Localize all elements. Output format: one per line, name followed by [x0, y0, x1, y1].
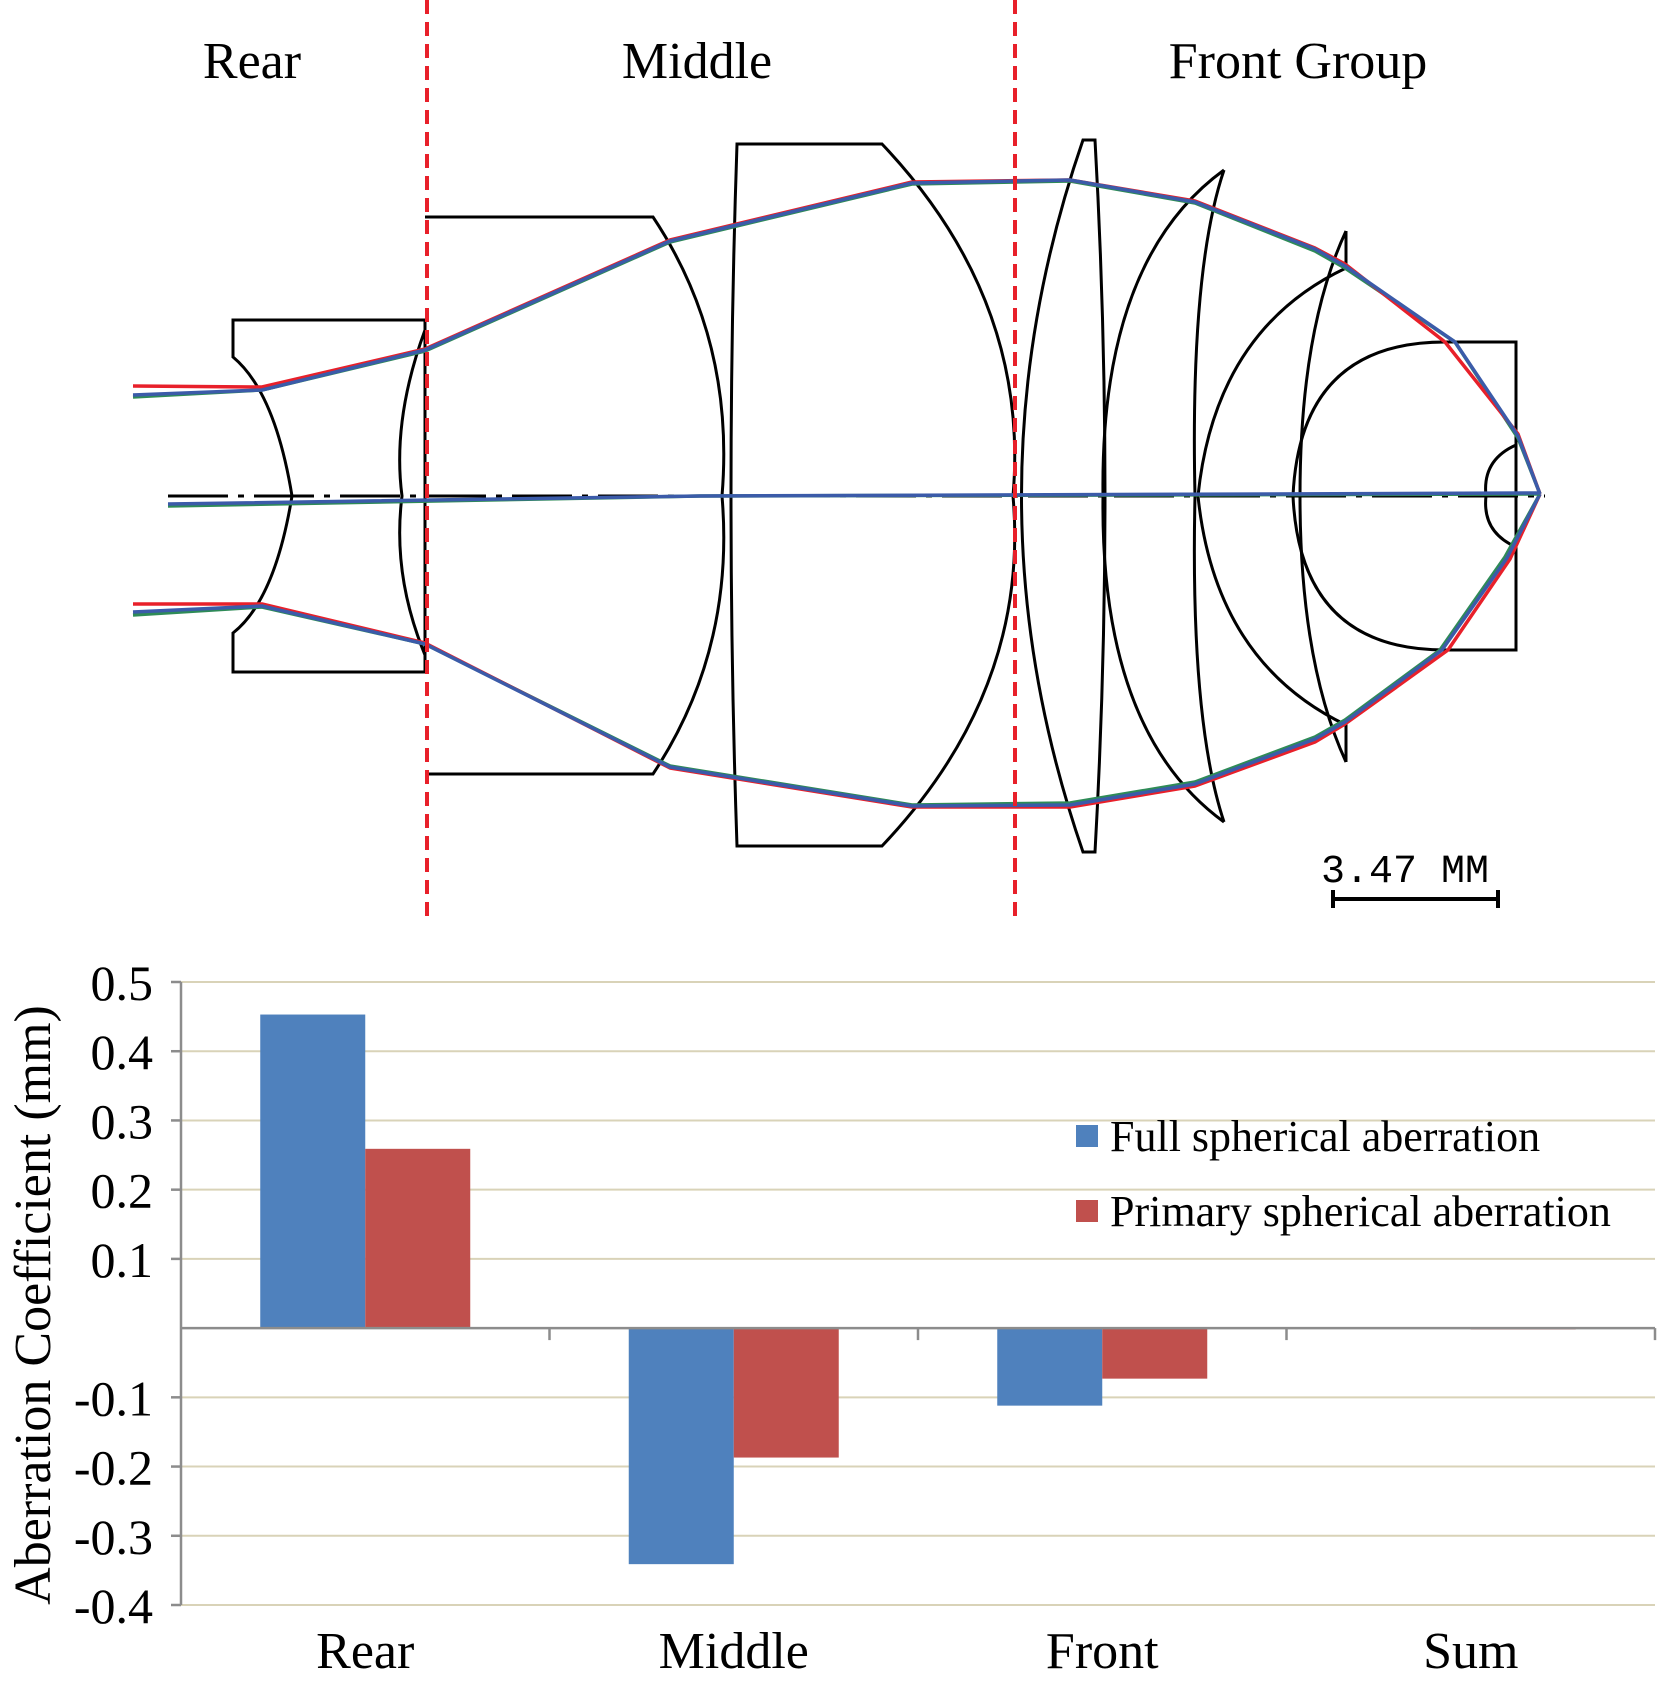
- x-tick-label-front: Front: [1046, 1623, 1159, 1680]
- legend-label-full: Full spherical aberration: [1110, 1112, 1540, 1161]
- y-tick-label: -0.4: [74, 1578, 153, 1634]
- bar-chart: 0.5 0.4 0.3 0.2 0.1 -0.1 -0.2 -0.3 -0.4 Rear Midd…: [5, 955, 1657, 1680]
- middle-large-lens: [729, 142, 1017, 848]
- y-tick-label: 0.5: [91, 955, 154, 1011]
- y-axis-label: Aberration Coefficient (mm): [5, 1005, 62, 1605]
- ray-chief-blue: [167, 491, 1541, 506]
- bar-primary-front: [1102, 1328, 1208, 1379]
- ray-lower-red: [133, 493, 1542, 809]
- front-lens-1: [1020, 138, 1107, 854]
- x-tick-label-middle: Middle: [659, 1623, 809, 1680]
- chart-x-tick-labels: Rear Middle Front Sum: [316, 1623, 1518, 1680]
- chart-y-tick-labels: 0.5 0.4 0.3 0.2 0.1 -0.1 -0.2 -0.3 -0.4: [74, 955, 153, 1634]
- ray-upper-green: [132, 179, 1542, 495]
- y-tick-label: 0.1: [91, 1232, 154, 1288]
- ray-traces: [132, 178, 1542, 809]
- y-tick-label: 0.4: [91, 1024, 154, 1080]
- group-label-middle: Middle: [622, 33, 772, 90]
- group-label-front: Front Group: [1169, 33, 1428, 90]
- front-lens-4: [1291, 340, 1518, 652]
- legend-swatch-primary: [1076, 1200, 1098, 1222]
- chart-legend: Full spherical aberration Primary spheri…: [1076, 1112, 1611, 1236]
- y-tick-label: 0.2: [91, 1163, 154, 1219]
- y-tick-label: 0.3: [91, 1093, 154, 1149]
- y-tick-label: -0.1: [74, 1370, 153, 1426]
- y-tick-label: -0.2: [74, 1440, 153, 1496]
- bar-full-front: [997, 1328, 1103, 1406]
- ray-lower-green: [132, 493, 1542, 807]
- legend-label-primary: Primary spherical aberration: [1110, 1187, 1611, 1236]
- bar-primary-rear: [365, 1148, 471, 1329]
- scale-bar: [1331, 890, 1500, 908]
- ray-upper-red: [132, 178, 1542, 495]
- chart-bars: [260, 1014, 1576, 1565]
- bar-full-rear: [260, 1014, 366, 1329]
- chart-axes: [171, 980, 1657, 1607]
- ray-upper-blue: [132, 178, 1542, 495]
- lens-diagram: Rear Middle Front Group: [132, 0, 1545, 924]
- group-label-rear: Rear: [203, 33, 301, 90]
- bar-full-middle: [628, 1328, 734, 1565]
- bar-primary-middle: [733, 1328, 839, 1458]
- ray-lower-blue: [132, 493, 1542, 808]
- legend-swatch-full: [1076, 1125, 1098, 1147]
- x-tick-label-sum: Sum: [1423, 1623, 1518, 1680]
- x-tick-label-rear: Rear: [316, 1623, 414, 1680]
- y-tick-label: -0.3: [74, 1509, 153, 1565]
- chart-gridlines: [181, 981, 1655, 1606]
- scale-bar-label: 3.47 MM: [1321, 850, 1489, 895]
- rear-convex-surface: [398, 329, 427, 656]
